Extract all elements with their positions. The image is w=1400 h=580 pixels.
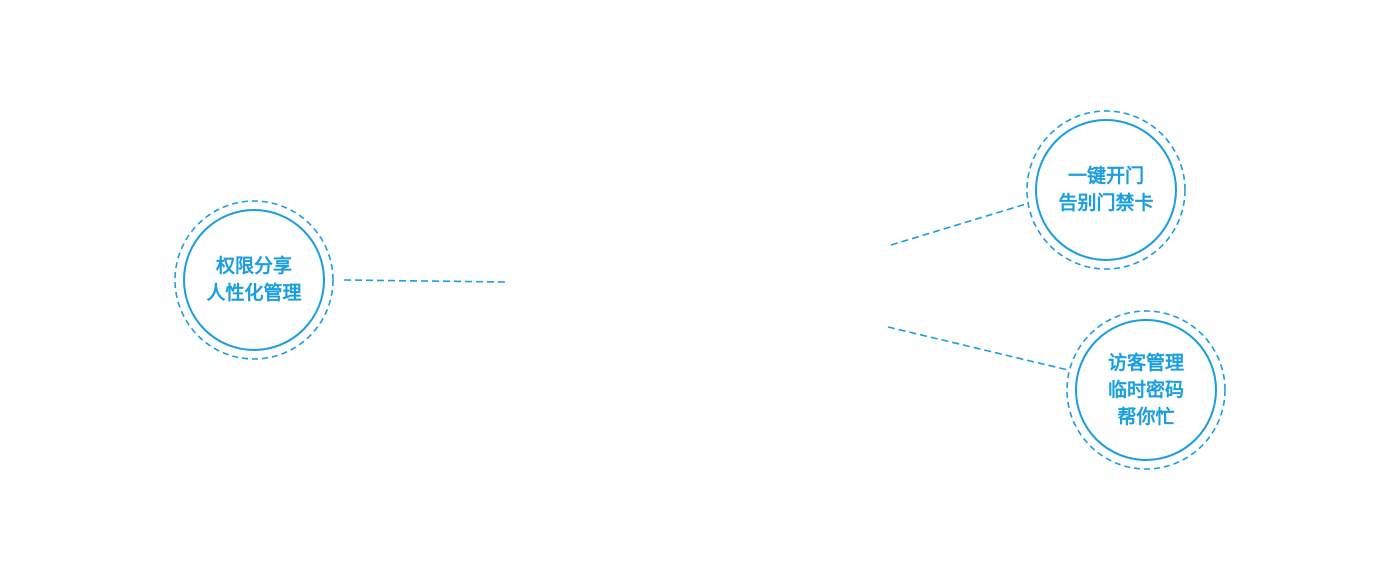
feature-text-line: 临时密码 — [1107, 378, 1184, 401]
feature-text-line: 一键开门 — [1067, 165, 1144, 187]
feature-node-left — [174, 200, 334, 360]
feature-label-left: 权限分享 人性化管理 — [184, 210, 324, 350]
feature-label-top-right: 一键开门 告别门禁卡 — [1036, 120, 1176, 260]
outer-dashed-ring — [1026, 110, 1186, 270]
feature-node-top-right — [1026, 110, 1186, 270]
connector-top-right — [890, 203, 1027, 246]
feature-text-line: 权限分享 — [215, 255, 292, 277]
connector-bottom-right — [887, 326, 1069, 371]
outer-dashed-ring — [174, 200, 334, 360]
feature-text-line: 人性化管理 — [206, 282, 302, 304]
outer-dashed-ring — [1066, 310, 1226, 470]
inner-ring — [1035, 119, 1177, 261]
connector-left — [343, 279, 507, 283]
feature-label-bottom-right: 访客管理 临时密码 帮你忙 — [1076, 320, 1216, 460]
inner-ring — [1075, 319, 1217, 461]
feature-text-line: 访客管理 — [1107, 351, 1184, 374]
feature-text-line: 告别门禁卡 — [1058, 192, 1154, 214]
feature-node-bottom-right — [1066, 310, 1226, 470]
inner-ring — [183, 209, 325, 351]
feature-text-line: 帮你忙 — [1117, 405, 1175, 428]
